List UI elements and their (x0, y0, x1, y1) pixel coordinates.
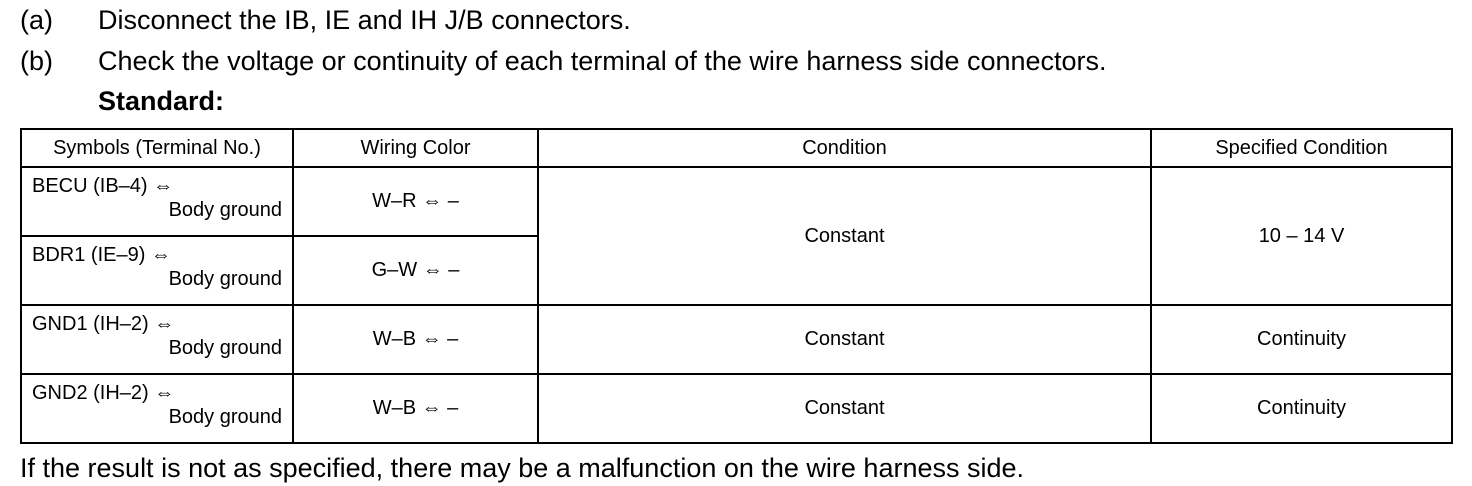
ground-label: Body ground (168, 337, 282, 359)
ground-label: Body ground (168, 406, 282, 428)
table-row: GND2 (IH–2) ⇔ Body ground W–B ⇔ – Consta… (20, 373, 1453, 444)
terminal-symbol: GND1 (IH–2) ⇔ (32, 313, 175, 335)
step-a: (a) Disconnect the IB, IE and IH J/B conn… (20, 4, 631, 36)
table-header-row: Symbols (Terminal No.) Wiring Color Cond… (20, 128, 1453, 168)
table-row: GND1 (IH–2) ⇔ Body ground W–B ⇔ – Consta… (20, 304, 1453, 375)
step-b-letter: (b) (20, 46, 53, 76)
standard-label: Standard: (98, 86, 225, 116)
terminal-symbol: GND2 (IH–2) ⇔ (32, 382, 175, 404)
wiring-color-cell: W–B ⇔ – (292, 373, 539, 444)
wiring-color-cell: G–W ⇔ – (292, 235, 539, 306)
header-condition: Condition (537, 128, 1152, 168)
ground-label: Body ground (168, 199, 282, 221)
terminal-symbol: BDR1 (IE–9) ⇔ (32, 244, 171, 266)
condition-cell: Constant (537, 304, 1152, 375)
terminal-symbol: BECU (IB–4) ⇔ (32, 175, 174, 197)
condition-cell: Constant (537, 166, 1152, 306)
header-wiring-color: Wiring Color (292, 128, 539, 168)
step-b-text: Check the voltage or continuity of each … (98, 46, 1107, 76)
symbol-cell: BECU (IB–4) ⇔ Body ground (20, 166, 294, 237)
step-a-text: Disconnect the IB, IE and IH J/B connect… (98, 5, 631, 35)
table-row: BDR1 (IE–9) ⇔ Body ground G–W ⇔ – (20, 235, 1452, 306)
table-row: BECU (IB–4) ⇔ Body ground W–R ⇔ – Consta… (20, 166, 1453, 306)
header-symbols: Symbols (Terminal No.) (20, 128, 294, 168)
specified-condition-cell: Continuity (1150, 304, 1453, 375)
condition-cell: Constant (537, 373, 1152, 444)
wiring-color-cell: W–R ⇔ – (292, 166, 539, 237)
symbol-cell: GND2 (IH–2) ⇔ Body ground (20, 373, 294, 444)
symbol-cell: GND1 (IH–2) ⇔ Body ground (20, 304, 294, 375)
step-b: (b) Check the voltage or continuity of ea… (20, 45, 1107, 77)
result-note: If the result is not as specified, there… (20, 453, 1025, 483)
specified-condition-cell: 10 – 14 V (1150, 166, 1453, 306)
symbol-cell: BDR1 (IE–9) ⇔ Body ground (20, 235, 294, 306)
step-a-letter: (a) (20, 5, 53, 35)
specification-table: Symbols (Terminal No.) Wiring Color Cond… (20, 128, 1453, 444)
specified-condition-cell: Continuity (1150, 373, 1453, 444)
ground-label: Body ground (168, 268, 282, 290)
header-specified-condition: Specified Condition (1150, 128, 1453, 168)
wiring-color-cell: W–B ⇔ – (292, 304, 539, 375)
